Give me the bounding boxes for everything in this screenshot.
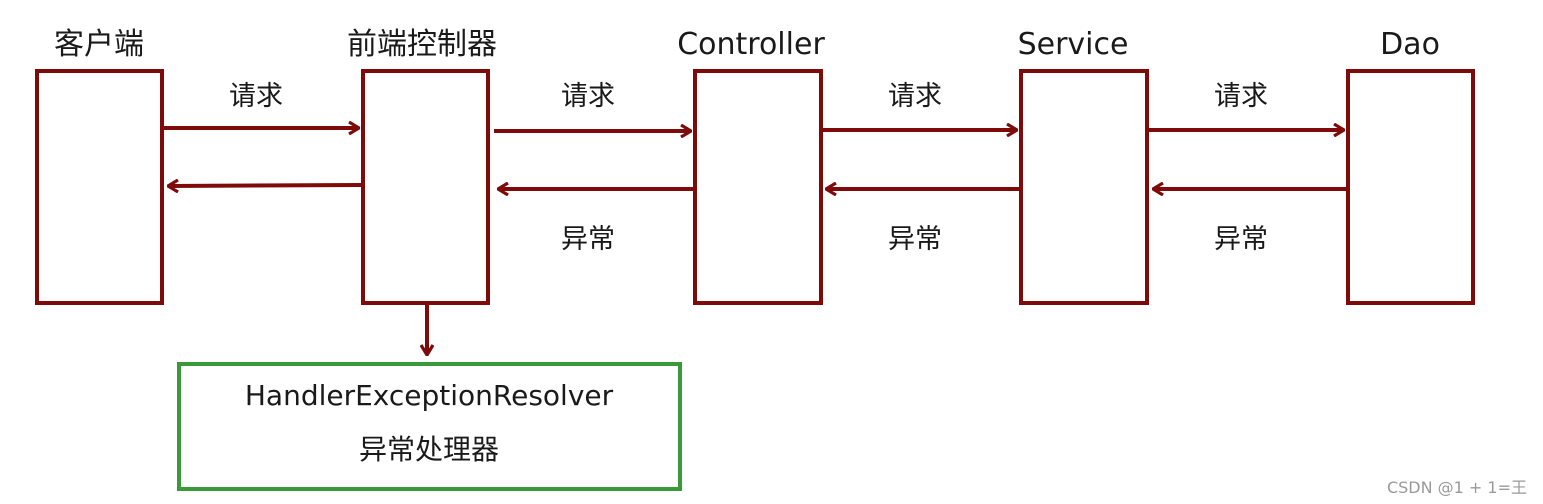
node-front-controller-box [361, 69, 490, 305]
node-controller-label: Controller [677, 27, 825, 62]
node-front-controller-label: 前端控制器 [347, 27, 497, 62]
watermark-text: CSDN @1 + 1=王 [1387, 478, 1527, 497]
handler-subtitle: 异常处理器 [359, 433, 499, 466]
edge-label-exception-3: 异常 [561, 224, 615, 255]
node-controller-box [693, 69, 823, 305]
edge-front-controller-to-client-arrow [169, 185, 362, 186]
node-dao-box [1346, 69, 1475, 305]
handler-title: HandlerExceptionResolver [245, 379, 614, 412]
edge-label-request-4: 请求 [1214, 81, 1268, 112]
node-service-label: Service [1018, 27, 1129, 62]
node-client-box [35, 69, 164, 305]
node-dao-label: Dao [1380, 27, 1440, 62]
edge-label-exception-1: 异常 [1214, 224, 1268, 255]
node-client-label: 客户端 [54, 27, 144, 62]
edge-label-request-1: 请求 [229, 81, 283, 112]
edge-label-request-2: 请求 [561, 81, 615, 112]
edge-label-request-3: 请求 [888, 81, 942, 112]
node-service-box [1019, 69, 1149, 305]
edge-label-exception-2: 异常 [888, 224, 942, 255]
handler-exception-resolver-box [177, 362, 682, 491]
